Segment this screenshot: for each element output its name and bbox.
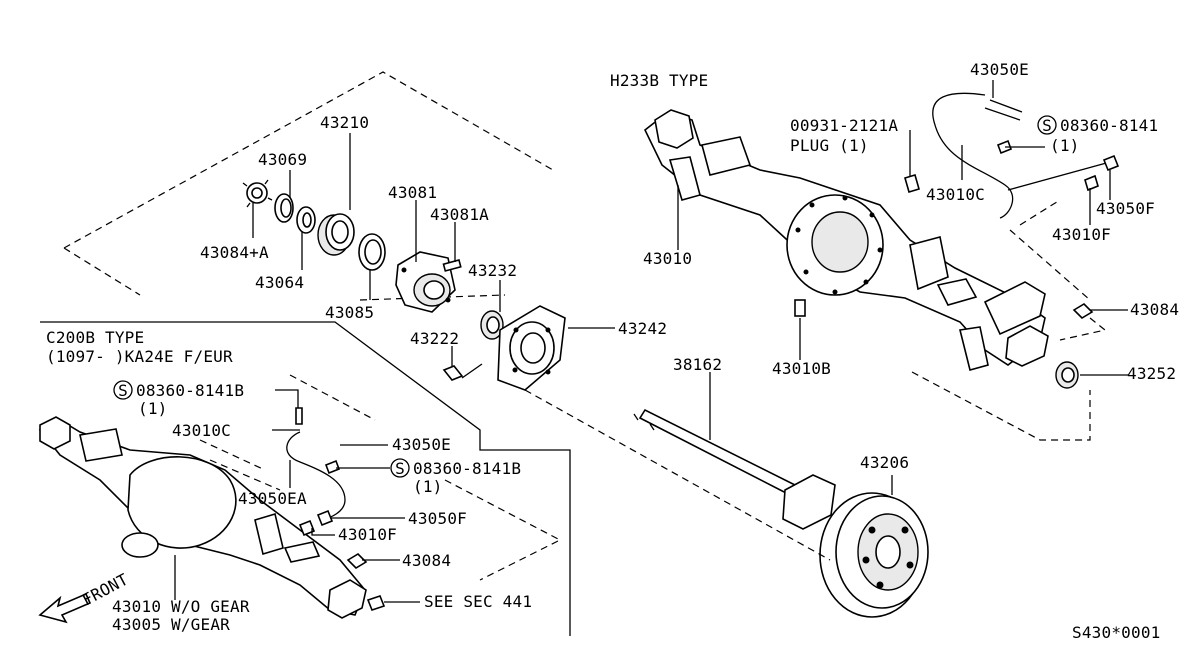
bearing-43210	[317, 213, 355, 256]
leader-08360-left1	[275, 389, 299, 408]
callout-43084-top: 43084	[1130, 300, 1179, 319]
brake-hose-left	[286, 431, 346, 521]
nut-43084-left	[346, 552, 368, 570]
callout-43010c-top: 43010C	[926, 185, 985, 204]
plug-label: PLUG (1)	[790, 136, 869, 155]
callout-08360-left1: 08360-8141B	[136, 381, 244, 400]
callout-43064: 43064	[255, 273, 304, 292]
bolt-08360-top	[996, 139, 1013, 155]
callout-38162: 38162	[673, 355, 722, 374]
callout-43010b: 43010B	[772, 359, 831, 378]
callout-43084-left: 43084	[402, 551, 451, 570]
spacer-43064	[296, 206, 316, 234]
brake-hose-43010c-top	[932, 92, 1014, 219]
s-marker-icon	[113, 380, 133, 400]
c200b-range: (1097- )KA24E F/EUR	[46, 347, 233, 366]
callout-08360-left2: 08360-8141B	[413, 459, 521, 478]
seal-43085	[358, 233, 386, 271]
s-marker-left1: S	[118, 381, 128, 400]
callout-43232: 43232	[468, 261, 517, 280]
callout-43010-wo-gear: 43010 W/O GEAR	[112, 597, 250, 616]
bolt-08360-left2	[324, 459, 341, 475]
bolt-43081a	[442, 259, 462, 272]
callout-08360-top: 08360-8141	[1060, 116, 1158, 135]
leader-43010f-left	[311, 528, 335, 536]
callout-43050f-top: 43050F	[1096, 199, 1155, 218]
callout-43085: 43085	[325, 303, 374, 322]
callout-43010c-left: 43010C	[172, 421, 231, 440]
callout-43081a: 43081A	[430, 205, 489, 224]
callout-43252: 43252	[1127, 364, 1176, 383]
s-marker-left2: S	[395, 459, 405, 478]
callout-43050e-left: 43050E	[392, 435, 451, 454]
callout-43081: 43081	[388, 183, 437, 202]
callout-43050ea: 43050EA	[238, 489, 307, 508]
axle-housing-h233b	[643, 109, 1049, 371]
clip-43050f-left	[316, 509, 334, 527]
clip-43010f-top	[1084, 174, 1099, 192]
callout-08360-left1-qty: (1)	[138, 399, 168, 418]
type-label-c200b: C200B TYPE	[46, 328, 144, 347]
s-marker-icon	[1037, 115, 1057, 135]
callout-08360-top-qty: (1)	[1050, 136, 1080, 155]
brake-drum-43206	[819, 492, 929, 618]
s-marker-icon	[390, 458, 410, 478]
s-marker-top: S	[1042, 116, 1052, 135]
bolt-43222	[442, 363, 483, 381]
breather-43010b	[794, 299, 806, 317]
callout-43069: 43069	[258, 150, 307, 169]
connector-43050e-top	[984, 99, 1023, 121]
callout-43050f-left: 43050F	[408, 509, 467, 528]
drawing-code: S430*0001	[1072, 623, 1161, 640]
callout-43010f-left: 43010F	[338, 525, 397, 544]
callout-43242: 43242	[618, 319, 667, 338]
plug-00931	[904, 174, 920, 193]
callout-43206: 43206	[860, 453, 909, 472]
dashed-guides-left	[199, 374, 562, 581]
clip-43050f-top	[1102, 154, 1120, 172]
callout-43210: 43210	[320, 113, 369, 132]
axle-shaft-38162	[633, 408, 836, 530]
section-divider	[40, 321, 571, 636]
lock-washer-43084a	[242, 179, 273, 208]
axle-housing-c200b	[38, 416, 367, 619]
see-sec-label: SEE SEC 441	[424, 592, 532, 611]
callout-43050e-top: 43050E	[970, 60, 1029, 79]
front-arrow-icon	[38, 592, 92, 624]
callout-08360-left2-qty: (1)	[413, 477, 443, 496]
callout-43084a: 43084+A	[200, 243, 269, 262]
callout-43010f-top: 43010F	[1052, 225, 1111, 244]
brake-pipe-top	[1007, 161, 1111, 191]
plug-code: 00931-2121A	[790, 116, 898, 135]
callout-43010: 43010	[643, 249, 692, 268]
dashed-guides-top	[911, 199, 1107, 441]
type-label-h233b: H233B TYPE	[610, 71, 708, 90]
bolt-see-sec	[366, 595, 386, 611]
clip-43010f-left	[298, 519, 316, 537]
hub-43081	[395, 251, 456, 313]
ring-43069	[274, 193, 294, 223]
bolt-08360-left1	[295, 407, 303, 425]
seal-43232	[480, 310, 504, 340]
dashed-guide-drum	[524, 389, 831, 561]
seal-43252	[1055, 361, 1079, 389]
callout-43222: 43222	[410, 329, 459, 348]
callout-43005-w-gear: 43005 W/GEAR	[112, 615, 230, 634]
backing-plate-43242	[497, 305, 566, 391]
nut-43084-top	[1072, 302, 1094, 320]
